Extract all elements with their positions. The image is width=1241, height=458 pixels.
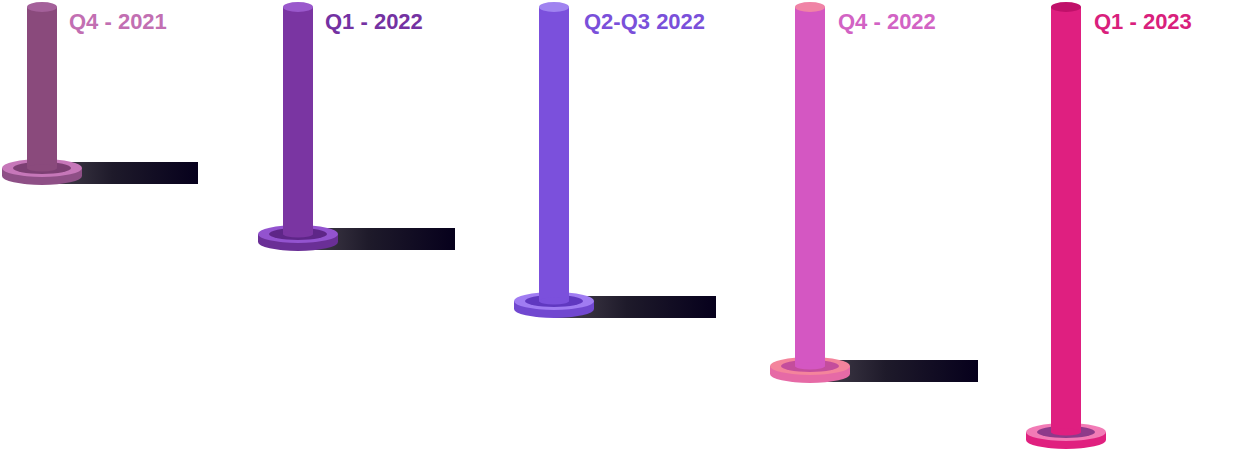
period-label: Q1 - 2022	[325, 9, 423, 35]
pillar	[1026, 2, 1106, 449]
pillar	[258, 2, 455, 251]
label-slot: Q4 - 2021	[69, 9, 167, 35]
pillar	[770, 2, 978, 383]
label-slot: Q1 - 2022	[325, 9, 423, 35]
period-label: Q4 - 2022	[838, 9, 936, 35]
period-label: Q1 - 2023	[1094, 9, 1192, 35]
period-label: Q4 - 2021	[69, 9, 167, 35]
period-label: Q2-Q3 2022	[584, 9, 705, 35]
label-slot: Q2-Q3 2022	[584, 9, 705, 35]
pillar	[2, 2, 198, 185]
label-slot: Q4 - 2022	[838, 9, 936, 35]
label-slot: Q1 - 2023	[1094, 9, 1192, 35]
pillar	[514, 2, 716, 318]
